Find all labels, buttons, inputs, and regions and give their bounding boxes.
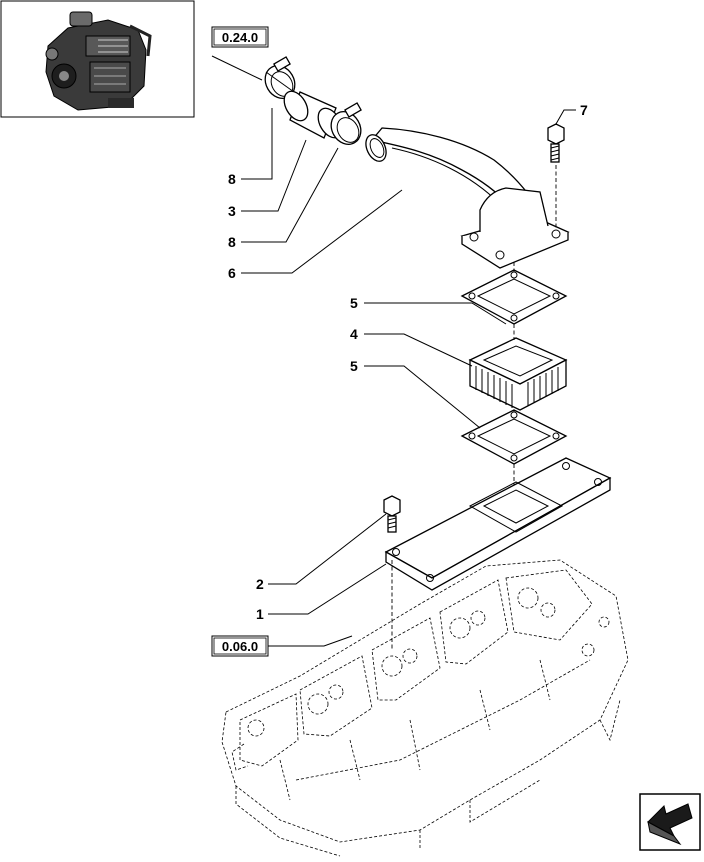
callout-4: 4 (350, 326, 358, 342)
cylinder-head-phantom (221, 559, 629, 857)
callout-5-upper: 5 (350, 295, 358, 311)
next-page-arrow-icon[interactable] (639, 793, 701, 851)
callout-6: 6 (228, 265, 236, 281)
callout-8-upper: 8 (228, 171, 236, 187)
intake-elbow-pipe (365, 127, 570, 269)
callout-3: 3 (228, 203, 236, 219)
reference-box-top[interactable]: 0.24.0 (211, 26, 269, 48)
leader-5-lower (364, 365, 481, 429)
leader-5-upper (364, 302, 507, 325)
intake-heater-spacer (468, 337, 568, 411)
reference-leader-bottom (268, 635, 353, 647)
hose-clamp-lower (330, 102, 362, 145)
reference-label-top: 0.24.0 (222, 30, 258, 45)
callout-5-lower: 5 (350, 358, 358, 374)
leader-8-upper (241, 108, 273, 180)
reference-leader-top (211, 55, 263, 81)
callout-2: 2 (256, 576, 264, 592)
manifold-cover-plate (384, 457, 612, 591)
leader-4 (364, 333, 473, 367)
leader-8-lower (241, 147, 339, 243)
callout-7: 7 (580, 102, 588, 118)
leader-6 (241, 189, 403, 274)
gasket-lower (460, 409, 568, 465)
flange-bolt (547, 123, 565, 163)
leader-7 (555, 109, 576, 125)
reference-label-bottom: 0.06.0 (222, 639, 258, 654)
callout-1: 1 (256, 606, 264, 622)
callout-8-lower: 8 (228, 234, 236, 250)
reference-box-bottom[interactable]: 0.06.0 (211, 635, 269, 657)
leader-3 (241, 139, 307, 212)
leader-2 (268, 513, 387, 585)
gasket-upper (460, 269, 568, 325)
leader-1 (268, 563, 387, 615)
plate-bolt (383, 495, 401, 533)
engine-thumbnail-icon (0, 0, 195, 118)
